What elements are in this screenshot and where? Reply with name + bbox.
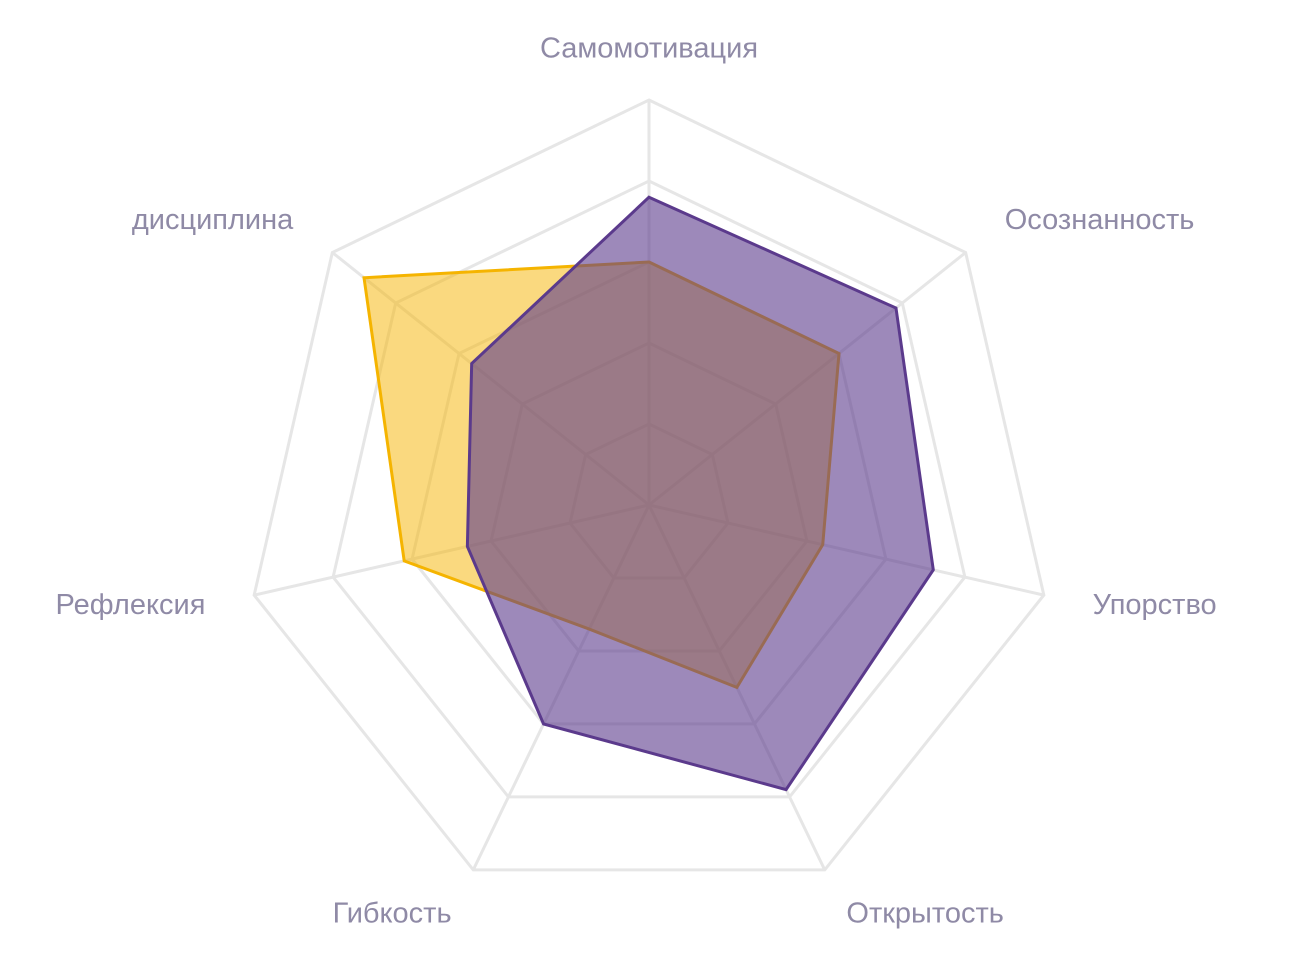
axis-label-3: Упорство <box>1093 589 1217 621</box>
axis-label-6: Рефлексия <box>56 589 206 621</box>
axis-label-2: Осознанность <box>1005 204 1195 236</box>
axis-label-1: Самомотивация <box>540 33 758 65</box>
grid-ring-5 <box>252 98 1046 872</box>
axis-label-5: Гибкость <box>333 898 452 930</box>
series-2-area <box>465 195 935 792</box>
axis-label-7: дисциплина <box>132 204 294 236</box>
radar-series <box>362 195 935 792</box>
radar-axis-labels: СамомотивацияОсознанностьУпорствоОткрыто… <box>56 33 1217 930</box>
axis-label-4: Открытость <box>846 898 1003 930</box>
